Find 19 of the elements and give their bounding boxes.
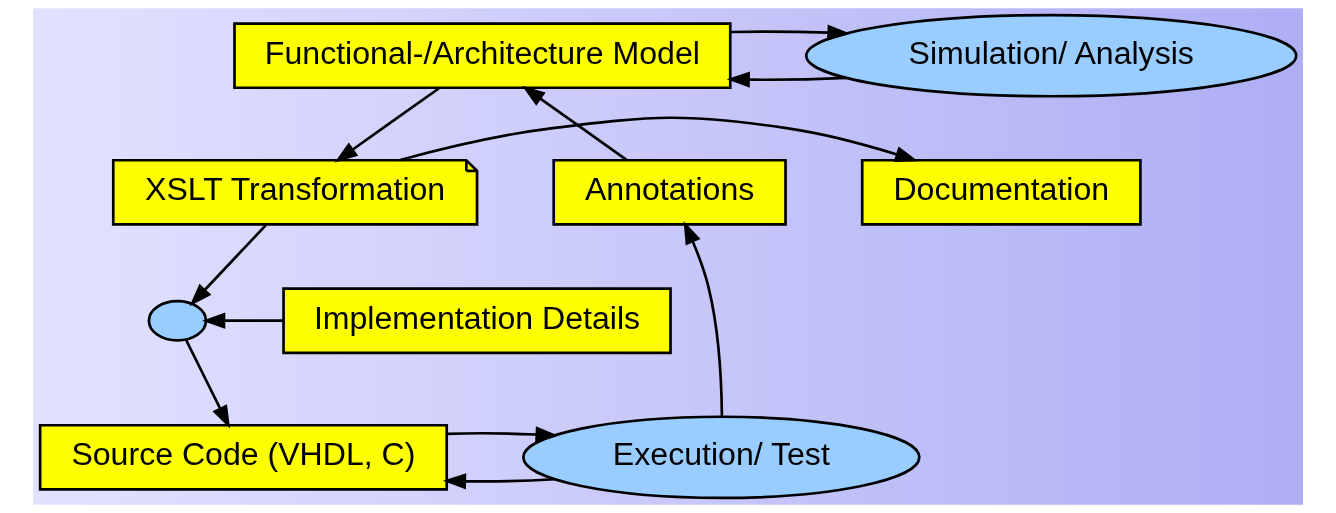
node-box: Functional-/Architecture Model: [233, 22, 732, 90]
arrow: [446, 426, 559, 443]
arrow: [184, 339, 231, 429]
arrow: [442, 473, 555, 490]
arrow: [730, 24, 851, 41]
node-circle: [147, 299, 208, 342]
node-ellipse: Simulation/ Analysis: [804, 13, 1298, 98]
arrow: [683, 221, 724, 417]
node-box: Annotations: [552, 158, 787, 226]
node-box: Implementation Details: [282, 287, 672, 355]
arrow: [399, 116, 919, 162]
arrow: [334, 86, 441, 163]
arrow: [189, 224, 268, 307]
node-box: Source Code (VHDL, C): [38, 423, 449, 491]
arrow: [726, 71, 847, 88]
node-ellipse: Execution/ Test: [522, 415, 921, 500]
node-box: Documentation: [860, 158, 1142, 226]
arrow: [202, 312, 284, 329]
arrow: [522, 85, 628, 162]
